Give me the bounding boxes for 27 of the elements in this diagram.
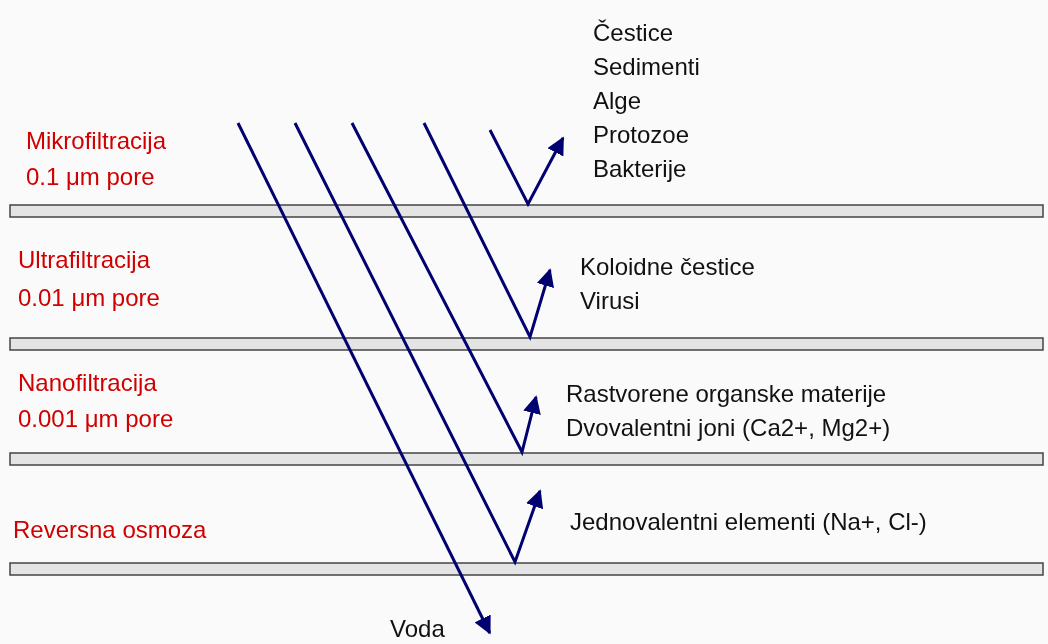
membrane-label: Nanofiltracija xyxy=(18,368,157,398)
item-label: Dvovalentni joni (Ca2+, Mg2+) xyxy=(566,413,891,443)
item-label: Jednovalentni elementi (Na+, Cl-) xyxy=(570,507,927,537)
arrow xyxy=(293,122,544,566)
membrane-label: 0.1 μm pore xyxy=(26,162,155,192)
membrane-label: Reversna osmoza xyxy=(13,515,207,545)
item-label: Protozoe xyxy=(593,120,691,150)
arrow xyxy=(488,129,565,208)
arrow xyxy=(422,122,554,342)
item-label: Koloidne čestice xyxy=(580,252,755,282)
membrane-bar xyxy=(9,452,1044,466)
arrow xyxy=(350,122,541,457)
item-label: Alge xyxy=(593,86,643,116)
membrane-bar xyxy=(9,562,1044,576)
membrane-bar xyxy=(9,337,1044,351)
arrow xyxy=(236,122,492,635)
item-label: Bakterije xyxy=(593,154,688,184)
item-label: Čestice xyxy=(593,18,675,48)
membrane-bar xyxy=(9,204,1044,218)
item-label: Rastvorene organske materije xyxy=(566,379,888,409)
item-label: Voda xyxy=(390,614,445,644)
membrane-label: Mikrofiltracija xyxy=(26,126,166,156)
item-label: Sedimenti xyxy=(593,52,700,82)
membrane-label: Ultrafiltracija xyxy=(18,245,151,275)
membrane-label: 0.01 μm pore xyxy=(18,283,160,313)
item-label: Virusi xyxy=(580,286,641,316)
membrane-label: 0.001 μm pore xyxy=(18,404,174,434)
